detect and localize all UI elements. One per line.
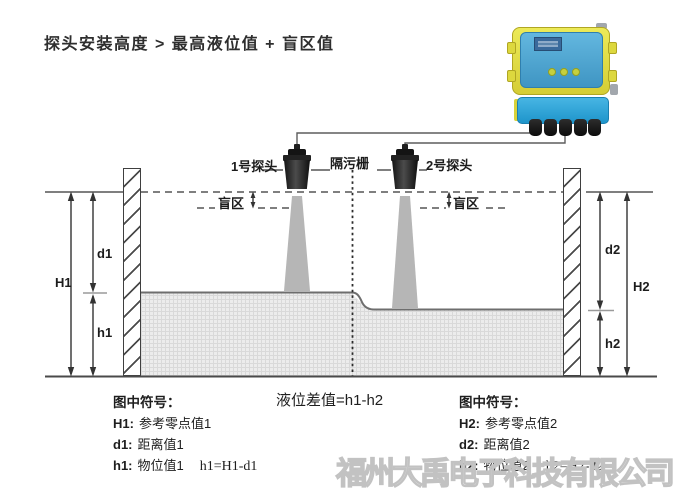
dim-label-h2: h2 [605, 336, 621, 351]
separation-grid-label: 隔污栅 [330, 156, 370, 171]
dim-label-h1: h1 [97, 325, 113, 340]
cable-gland-2 [544, 119, 557, 136]
probe-2-cap [396, 149, 414, 156]
legend-formula: h2=H2-d2 [545, 459, 604, 474]
tank-wall-right [563, 168, 581, 376]
legend-text: 距离值1 [137, 437, 184, 452]
legend-left-item-d1: d1: 距离值1 [113, 434, 257, 455]
cable-gland-3 [559, 119, 572, 136]
legend-left: 图中符号： H1: 参考零点值1 d1: 距离值1 h1: 物位值1 h1=H1-d1 [113, 392, 257, 476]
dimension-arrow-H1 [67, 191, 75, 377]
latch-top [608, 42, 617, 54]
water-surface-line [141, 291, 563, 311]
legend-left-item-H1: H1: 参考零点值1 [113, 413, 257, 434]
controller-button-2 [560, 68, 568, 76]
cable-gland-1 [529, 119, 542, 136]
tank-wall-left [123, 168, 141, 376]
cable-gland-4 [574, 119, 587, 136]
water-body-left [141, 293, 353, 376]
legend-right-heading: 图中符号： [459, 395, 527, 410]
controller-device [504, 22, 626, 140]
beam-cone-2 [392, 196, 418, 308]
legend-right-item-d2: d2: 距离值2 [459, 434, 603, 455]
legend-text: 物位值2 [483, 458, 530, 473]
dimension-arrow-h2 [596, 311, 604, 377]
legend-text: 参考零点值2 [484, 416, 558, 431]
probe-2-label: 2号探头 [426, 158, 473, 173]
blind-zone-arrow-left [250, 191, 256, 209]
legend-right-item-H2: H2: 参考零点值2 [459, 413, 603, 434]
dimension-arrow-d2 [596, 191, 604, 310]
blind-zone-label-left: 盲区 [218, 196, 245, 211]
legend-text: 距离值2 [483, 437, 530, 452]
legend-key: H1: [113, 416, 134, 431]
legend-text: 物位值1 [137, 458, 184, 473]
legend-key: h1: [113, 458, 133, 473]
probe-1-cap [288, 149, 306, 156]
cable-gland-5 [588, 119, 601, 136]
legend-key: H2: [459, 416, 480, 431]
beam-cone-1 [284, 196, 310, 291]
legend-right: 图中符号： H2: 参考零点值2 d2: 距离值2 h2: 物位值2 h2=H2-d2 [459, 392, 603, 476]
probe-1-connector [294, 144, 300, 150]
dimension-arrow-h1 [89, 294, 97, 377]
legend-key: h2: [459, 458, 479, 473]
probe-2-connector [402, 144, 408, 150]
legend-left-heading: 图中符号： [113, 395, 181, 410]
legend-key: d2: [459, 437, 479, 452]
legend-formula: h1=H1-d1 [199, 459, 258, 474]
probe-2 [391, 144, 419, 190]
mounting-tab-top [596, 23, 607, 29]
probe-1-label: 1号探头 [231, 159, 278, 174]
dim-label-H1: H1 [55, 275, 72, 290]
probe-1-flange [283, 155, 311, 161]
dimension-arrow-d1 [89, 191, 97, 293]
page-title: 探头安装高度 > 最高液位值 + 盲区值 [44, 36, 335, 53]
display-content [538, 41, 558, 47]
water-level-ticks [83, 292, 614, 312]
legend-left-item-h1: h1: 物位值1 h1=H1-d1 [113, 455, 257, 476]
probe-1 [283, 144, 311, 190]
dimension-arrow-H2 [623, 191, 631, 377]
mounting-tab-right [610, 84, 618, 95]
hinge-top [507, 42, 516, 54]
blind-zone-label-right: 盲区 [453, 196, 480, 211]
controller-button-3 [572, 68, 580, 76]
legend-right-item-h2: h2: 物位值2 h2=H2-d2 [459, 455, 603, 476]
legend-text: 参考零点值1 [138, 416, 212, 431]
controller-display [534, 37, 562, 51]
dim-label-d1: d1 [97, 246, 113, 261]
dim-label-H2: H2 [633, 279, 650, 294]
blind-zone-arrow-right [446, 191, 452, 209]
legend-key: d1: [113, 437, 133, 452]
probe-2-flange [391, 155, 419, 161]
hinge-bottom [507, 70, 516, 82]
level-difference-formula: 液位差值=h1-h2 [276, 392, 384, 409]
probe-2-body [392, 160, 418, 189]
latch-bottom [608, 70, 617, 82]
dim-label-d2: d2 [605, 242, 621, 257]
controller-button-1 [548, 68, 556, 76]
probe-1-body [284, 160, 310, 189]
